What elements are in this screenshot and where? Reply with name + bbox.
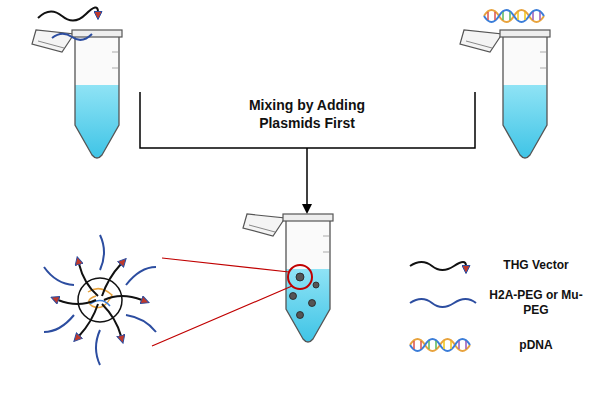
left-strands	[38, 7, 98, 39]
left-tube	[32, 30, 122, 158]
polyplex-illustration	[44, 235, 156, 365]
legend-text: THG Vector	[484, 258, 588, 273]
right-tube	[460, 30, 550, 158]
legend-peg-sample	[410, 299, 476, 307]
zoom-lines	[152, 258, 292, 346]
legend-thg-sample	[410, 262, 466, 270]
mixing-bracket	[140, 92, 475, 148]
bottom-tube	[243, 214, 333, 342]
legend-text: pDNA	[484, 338, 588, 353]
polyplex-particles	[290, 273, 320, 319]
legend-text: H2A-PEG or Mu-PEG	[484, 288, 588, 318]
down-arrow	[306, 148, 308, 212]
step-label: Mixing by Adding Plasmids First	[227, 96, 387, 132]
zoom-circle	[288, 265, 312, 289]
legend-pdna-sample	[410, 339, 470, 351]
top-pdna	[484, 10, 544, 22]
